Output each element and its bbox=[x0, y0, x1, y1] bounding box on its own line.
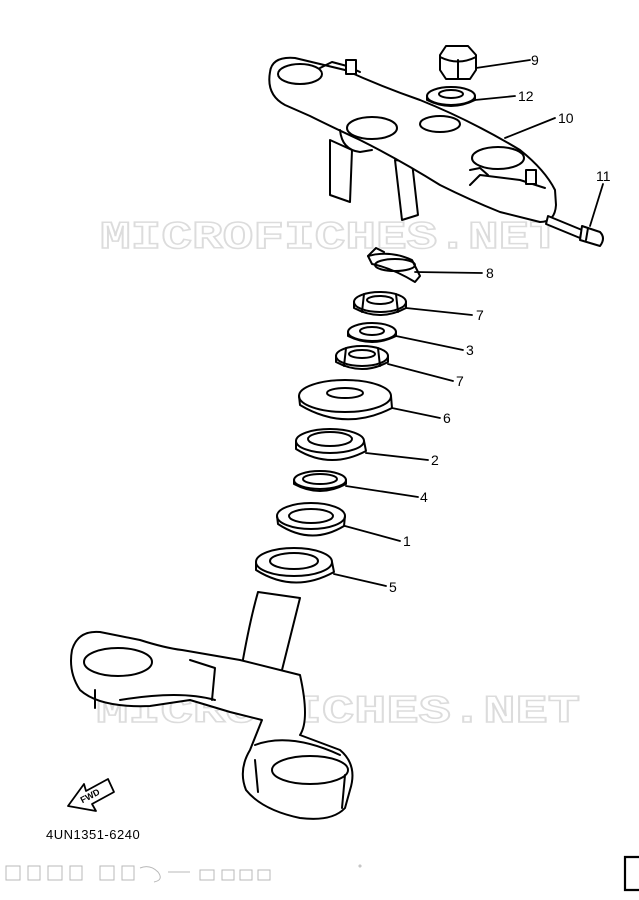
label-part-8: 8 bbox=[486, 265, 494, 281]
lock-washer-part bbox=[367, 247, 421, 283]
seal-part bbox=[293, 470, 347, 492]
washer-part-12 bbox=[426, 86, 476, 107]
under-bracket-part bbox=[70, 591, 354, 820]
bearing-race-part bbox=[295, 428, 367, 461]
label-part-2: 2 bbox=[431, 452, 439, 468]
label-part-11: 11 bbox=[596, 168, 611, 184]
part-number-labels: 9 12 10 11 8 7 3 7 6 2 4 1 5 bbox=[389, 52, 611, 595]
upper-bracket-part bbox=[268, 56, 557, 223]
diagram-code: 4UN1351-6240 bbox=[46, 827, 140, 842]
label-part-3: 3 bbox=[466, 342, 474, 358]
label-part-9: 9 bbox=[531, 52, 539, 68]
rubber-washer-part bbox=[347, 322, 397, 343]
label-part-12: 12 bbox=[518, 88, 534, 104]
scan-artifact bbox=[5, 864, 362, 883]
forward-arrow-icon bbox=[67, 778, 115, 812]
label-part-1: 1 bbox=[403, 533, 411, 549]
label-part-5: 5 bbox=[389, 579, 397, 595]
cap-nut-part bbox=[439, 45, 477, 80]
ring-nut-part-lower bbox=[335, 345, 389, 370]
bolt-part bbox=[545, 215, 604, 247]
label-part-10: 10 bbox=[558, 110, 574, 126]
label-part-4: 4 bbox=[420, 489, 428, 505]
label-part-7-lower: 7 bbox=[456, 373, 464, 389]
ring-nut-part-upper bbox=[353, 291, 407, 316]
watermark-top: MICROFICHES.NET bbox=[100, 216, 560, 260]
leader-lines bbox=[333, 59, 604, 587]
frame-corner-bracket bbox=[623, 855, 639, 892]
bearing-cover-part bbox=[298, 379, 393, 421]
label-part-6: 6 bbox=[443, 410, 451, 426]
dust-seal-part bbox=[255, 547, 335, 584]
ball-race-part bbox=[276, 502, 346, 537]
label-part-7-upper: 7 bbox=[476, 307, 484, 323]
